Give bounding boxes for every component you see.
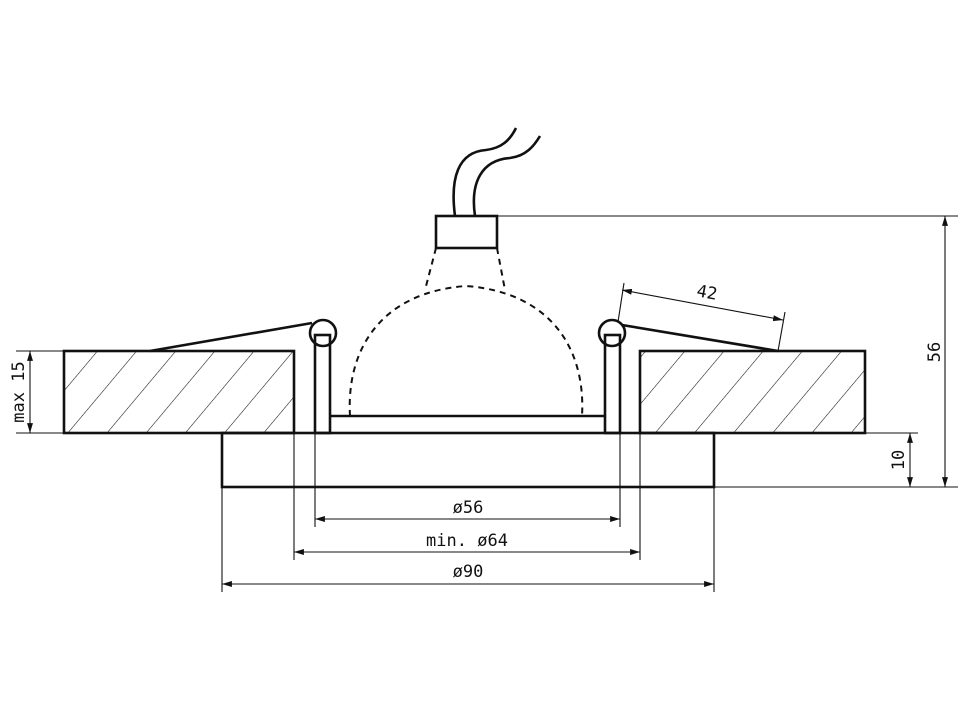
power-cable <box>452 127 542 217</box>
lamp-neck-outline <box>424 247 506 291</box>
dimension-label-d64: min. ø64 <box>426 531 508 551</box>
dimension-label-56: 56 <box>925 342 945 362</box>
dimension-diameter-56: ø56 <box>315 498 620 522</box>
dimension-label-42: 42 <box>695 281 719 304</box>
spring-clip-left <box>149 318 338 435</box>
trim-ring <box>220 431 716 489</box>
dimension-label-max15: max 15 <box>9 361 29 422</box>
dimension-diameter-64: min. ø64 <box>294 531 640 555</box>
diameter-extension-lines <box>221 433 715 592</box>
spring-clip-right <box>597 318 779 435</box>
ceiling-section-right <box>638 349 867 435</box>
dimension-height-10: 10 <box>865 432 918 487</box>
dimension-label-d56: ø56 <box>453 498 484 518</box>
dimension-height-56: 56 <box>497 215 958 488</box>
dimension-42: 42 <box>617 281 786 352</box>
lamp-dome-outline <box>348 284 584 417</box>
lamp-socket <box>434 214 499 250</box>
dimension-label-d90: ø90 <box>453 562 484 582</box>
ceiling-section-left <box>62 349 296 435</box>
dimension-label-10: 10 <box>889 450 909 470</box>
dimension-max-15: max 15 <box>9 350 64 434</box>
dimension-diameter-90: ø90 <box>222 562 714 587</box>
